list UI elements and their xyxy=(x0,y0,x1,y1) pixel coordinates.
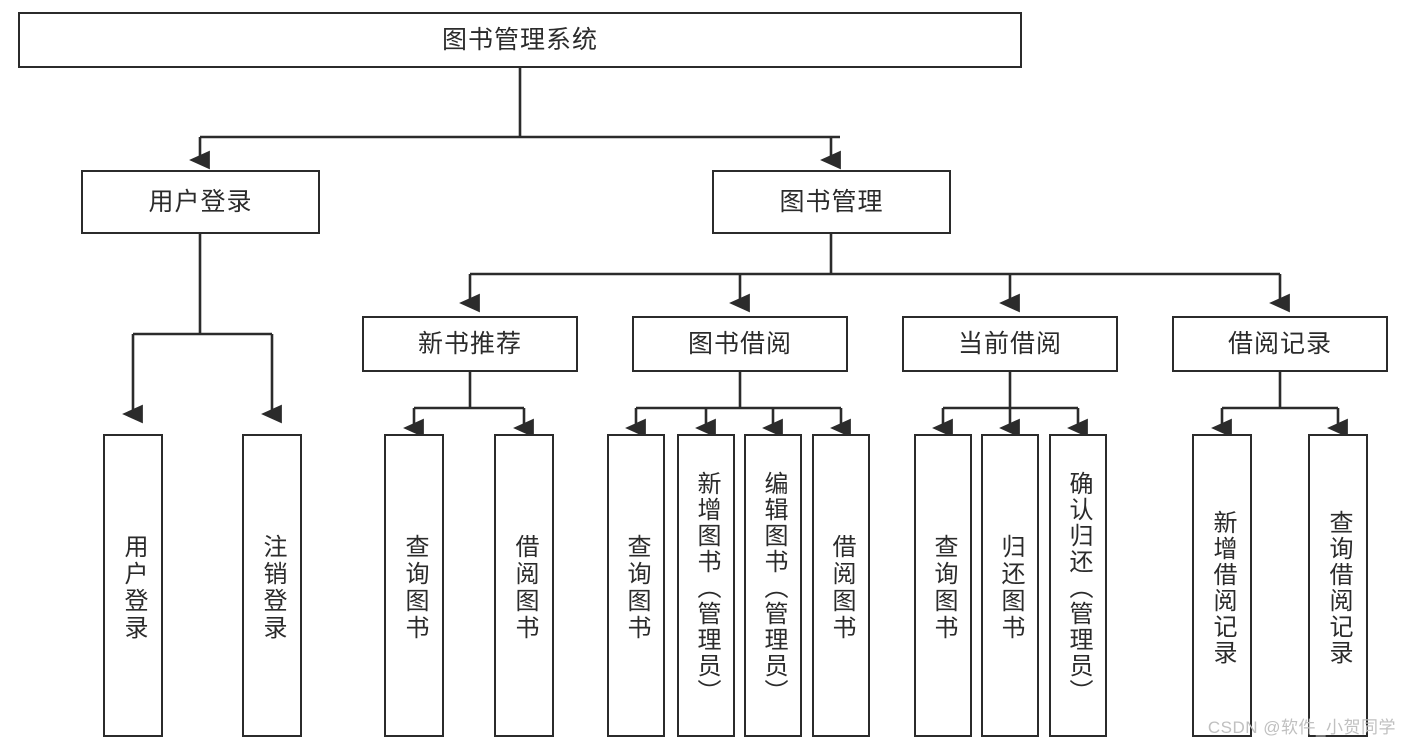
node-book-borrow[interactable]: 图书借阅 xyxy=(632,316,848,372)
node-label: 确认归还（管理员） xyxy=(1065,470,1092,705)
node-label: 当前借阅 xyxy=(957,329,1062,358)
node-label: 借阅图书 xyxy=(828,533,855,642)
node-label: 注销登录 xyxy=(259,533,286,642)
node-root-library-system[interactable]: 图书管理系统 xyxy=(18,12,1022,68)
node-label: 借阅记录 xyxy=(1227,329,1332,358)
leaf-logout[interactable]: 注销登录 xyxy=(242,434,302,737)
node-label: 查询图书 xyxy=(930,533,957,642)
node-label: 用户登录 xyxy=(148,187,253,216)
node-label: 查询图书 xyxy=(623,533,650,642)
node-label: 借阅图书 xyxy=(511,533,538,642)
node-label: 新增图书（管理员） xyxy=(693,470,720,705)
leaf-add-borrow-record[interactable]: 新增借阅记录 xyxy=(1192,434,1252,737)
node-current-borrow[interactable]: 当前借阅 xyxy=(902,316,1118,372)
node-label: 查询图书 xyxy=(401,533,428,642)
leaf-return-book[interactable]: 归还图书 xyxy=(981,434,1039,737)
leaf-edit-book-admin[interactable]: 编辑图书（管理员） xyxy=(744,434,802,737)
node-label: 图书管理系统 xyxy=(441,25,598,54)
node-label: 新增借阅记录 xyxy=(1209,509,1236,666)
leaf-add-book-admin[interactable]: 新增图书（管理员） xyxy=(677,434,735,737)
leaf-query-book-borrow[interactable]: 查询图书 xyxy=(607,434,665,737)
node-label: 新书推荐 xyxy=(417,329,522,358)
leaf-user-login[interactable]: 用户登录 xyxy=(103,434,163,737)
node-label: 编辑图书（管理员） xyxy=(760,470,787,705)
leaf-query-book-recommend[interactable]: 查询图书 xyxy=(384,434,444,737)
node-label: 归还图书 xyxy=(997,533,1024,642)
leaf-borrow-book[interactable]: 借阅图书 xyxy=(812,434,870,737)
node-label: 图书管理 xyxy=(779,187,884,216)
node-label: 用户登录 xyxy=(120,533,147,642)
node-label: 查询借阅记录 xyxy=(1325,509,1352,666)
leaf-query-borrow-record[interactable]: 查询借阅记录 xyxy=(1308,434,1368,737)
leaf-query-book-current[interactable]: 查询图书 xyxy=(914,434,972,737)
node-user-login[interactable]: 用户登录 xyxy=(81,170,320,234)
leaf-borrow-book-recommend[interactable]: 借阅图书 xyxy=(494,434,554,737)
node-new-book-recommend[interactable]: 新书推荐 xyxy=(362,316,578,372)
node-label: 图书借阅 xyxy=(687,329,792,358)
node-book-management[interactable]: 图书管理 xyxy=(712,170,951,234)
node-borrow-records[interactable]: 借阅记录 xyxy=(1172,316,1388,372)
watermark-text: CSDN @软件_小贺同学 xyxy=(1207,718,1396,737)
leaf-confirm-return-admin[interactable]: 确认归还（管理员） xyxy=(1049,434,1107,737)
